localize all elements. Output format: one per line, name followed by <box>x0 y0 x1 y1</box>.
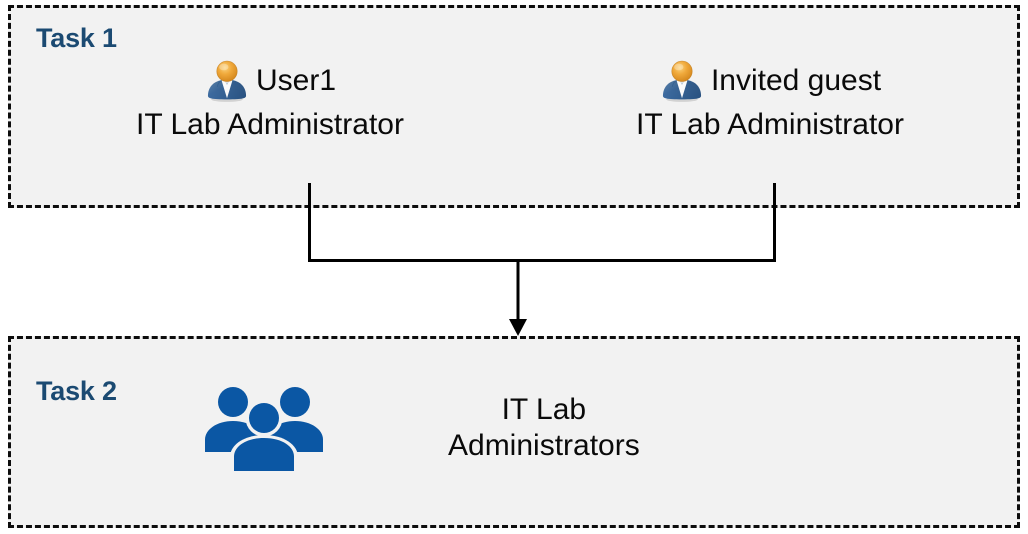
task-1-label: Task 1 <box>36 23 117 53</box>
person-role-user1: IT Lab Administrator <box>136 108 404 141</box>
user-icon <box>204 58 250 104</box>
group-block: IT Lab Administrators <box>200 380 820 476</box>
person-row-user1: User1 <box>120 55 420 107</box>
task-2-label: Task 2 <box>36 376 117 406</box>
group-name-label: IT Lab Administrators <box>448 393 640 462</box>
task-1-container <box>8 5 1020 208</box>
person-row-invited-guest: Invited guest <box>580 55 960 107</box>
person-block-user1: User1 IT Lab Administrator <box>120 55 420 141</box>
user-icon <box>659 58 705 104</box>
person-name-user1: User1 <box>255 64 337 97</box>
person-name-invited-guest: Invited guest <box>710 64 882 97</box>
group-of-users-icon <box>200 380 328 476</box>
person-role-invited-guest: IT Lab Administrator <box>636 108 904 141</box>
task-2-container <box>8 336 1020 528</box>
person-block-invited-guest: Invited guest IT Lab Administrator <box>580 55 960 141</box>
